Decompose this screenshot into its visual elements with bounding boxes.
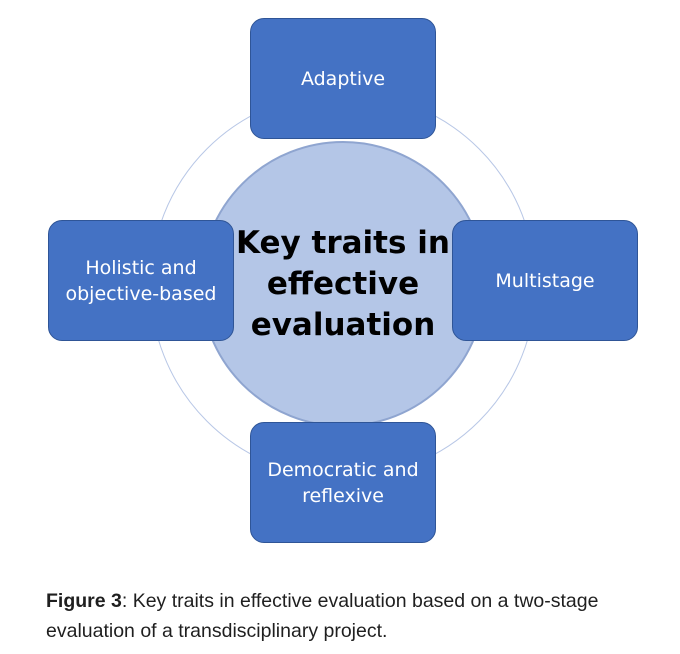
trait-label-democratic: Democratic and reflexive: [267, 458, 419, 507]
center-title: Key traits in effective evaluation: [236, 224, 450, 343]
trait-box-adaptive: Adaptive: [250, 18, 436, 139]
trait-label-holistic: Holistic and objective-based: [65, 256, 217, 305]
traits-diagram: Key traits in effective evaluation Adapt…: [48, 18, 638, 543]
trait-label-multistage: Multistage: [495, 269, 595, 292]
figure-caption: Figure 3: Key traits in effective evalua…: [46, 586, 646, 646]
center-circle: Key traits in effective evaluation: [200, 141, 486, 427]
trait-label-adaptive: Adaptive: [300, 67, 386, 90]
trait-box-multistage: Multistage: [452, 220, 638, 341]
caption-label: Figure 3: [46, 590, 122, 612]
trait-box-democratic: Democratic and reflexive: [250, 422, 436, 543]
caption-text: : Key traits in effective evaluation bas…: [46, 590, 599, 642]
trait-box-holistic: Holistic and objective-based: [48, 220, 234, 341]
